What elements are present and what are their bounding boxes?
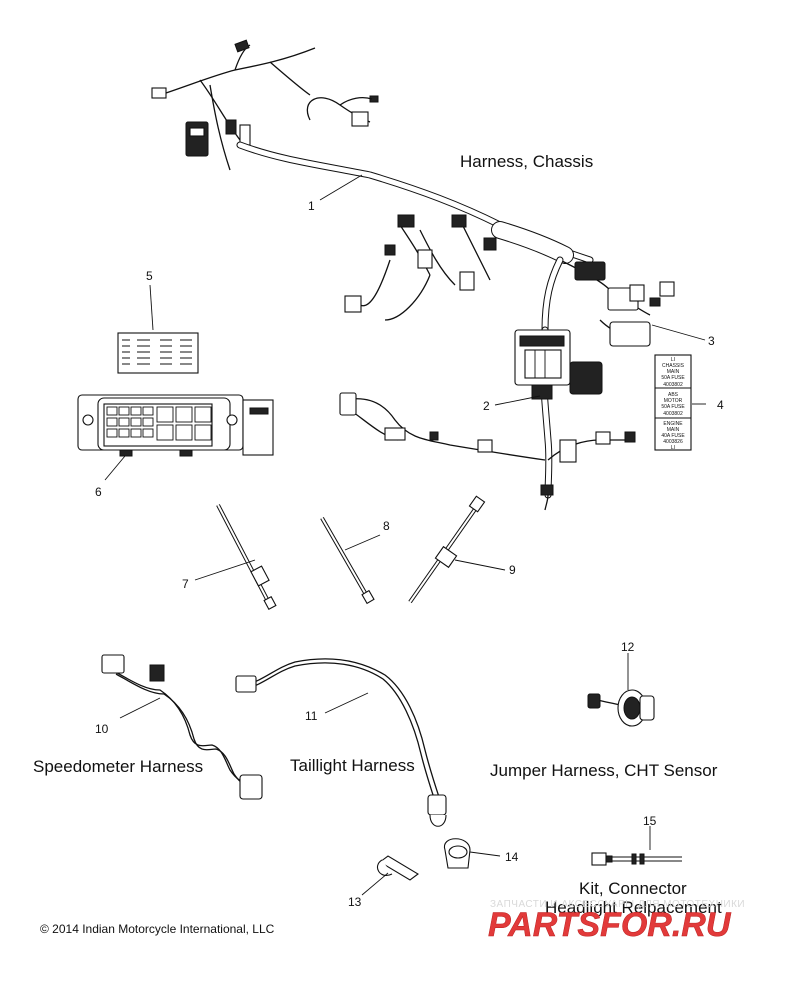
cable-tie-7 — [216, 504, 277, 611]
fuse-box-housing — [77, 394, 274, 457]
caption-headlight-replacement: Headlight Relpacement — [545, 898, 722, 917]
callout-14: 14 — [505, 850, 519, 864]
fuse-label-line: MAIN — [667, 369, 680, 375]
callout-7: 7 — [182, 577, 189, 591]
callout-9: 9 — [509, 563, 516, 577]
callout-15: 15 — [643, 814, 657, 828]
connector-kit-drawing — [591, 852, 682, 866]
clamp-14 — [444, 838, 471, 869]
callout-1: 1 — [308, 199, 315, 213]
fuse-label-line: LI — [671, 445, 675, 451]
captions: Harness, Chassis Speedometer Harness Tai… — [33, 152, 722, 917]
taillight-harness-drawing — [235, 658, 447, 827]
fuse-label-line: MAIN — [667, 427, 680, 433]
fuse-label-line: ENGINE — [663, 421, 683, 427]
chassis-harness-drawing — [151, 39, 675, 511]
caption-harness-chassis: Harness, Chassis — [460, 152, 593, 171]
caption-jumper-harness: Jumper Harness, CHT Sensor — [490, 761, 718, 780]
callout-numbers: 1 2 3 4 5 6 7 8 9 10 11 12 13 14 15 — [95, 199, 724, 909]
callout-10: 10 — [95, 722, 109, 736]
callout-3: 3 — [708, 334, 715, 348]
caption-taillight-harness: Taillight Harness — [290, 756, 415, 775]
callout-5: 5 — [146, 269, 153, 283]
callout-6: 6 — [95, 485, 102, 499]
fuse-label-line: ABS — [668, 392, 679, 398]
callout-8: 8 — [383, 519, 390, 533]
fuse-label-line: CHASSIS — [662, 363, 685, 369]
cable-tie-9 — [408, 495, 486, 604]
fuse-label-line: 50A FUSE — [661, 404, 685, 410]
fuse-label-line: LI — [671, 357, 675, 363]
caption-speedometer-harness: Speedometer Harness — [33, 757, 203, 776]
callout-2: 2 — [483, 399, 490, 413]
callout-11: 11 — [305, 709, 318, 723]
leader-lines — [104, 174, 706, 896]
copyright-notice: © 2014 Indian Motorcycle International, … — [40, 922, 275, 936]
callout-4: 4 — [717, 398, 724, 412]
watermark: ЗАПЧАСТИ И АКСЕССУАРЫ ДЛЯ МОТОТЕХНИКИ PA… — [488, 899, 745, 944]
fuse-label-sticker: LI CHASSIS MAIN 50A FUSE 4003802 ABS MOT… — [654, 354, 692, 451]
fuse-label-line: MOTOR — [664, 398, 683, 404]
callout-12: 12 — [621, 640, 635, 654]
speedometer-harness-drawing — [101, 654, 263, 800]
watermark-brand-logo: PARTSFOR.RU — [488, 906, 732, 944]
callout-13: 13 — [348, 895, 362, 909]
fuse-label-line: 40A FUSE — [661, 433, 685, 439]
clamp-13 — [377, 855, 419, 881]
caption-kit-connector: Kit, Connector — [579, 879, 687, 898]
fuse-box-label-card — [117, 332, 199, 374]
fuse-label-line: 4003802 — [663, 382, 683, 388]
fuse-label-line: 4003802 — [663, 411, 683, 417]
fuse-label-line: 50A FUSE — [661, 375, 685, 381]
cable-tie-8 — [320, 517, 375, 605]
jumper-harness-drawing — [587, 689, 655, 727]
watermark-tagline: ЗАПЧАСТИ И АКСЕССУАРЫ ДЛЯ МОТОТЕХНИКИ — [490, 899, 745, 910]
fuse-label-line: 4003826 — [663, 439, 683, 445]
